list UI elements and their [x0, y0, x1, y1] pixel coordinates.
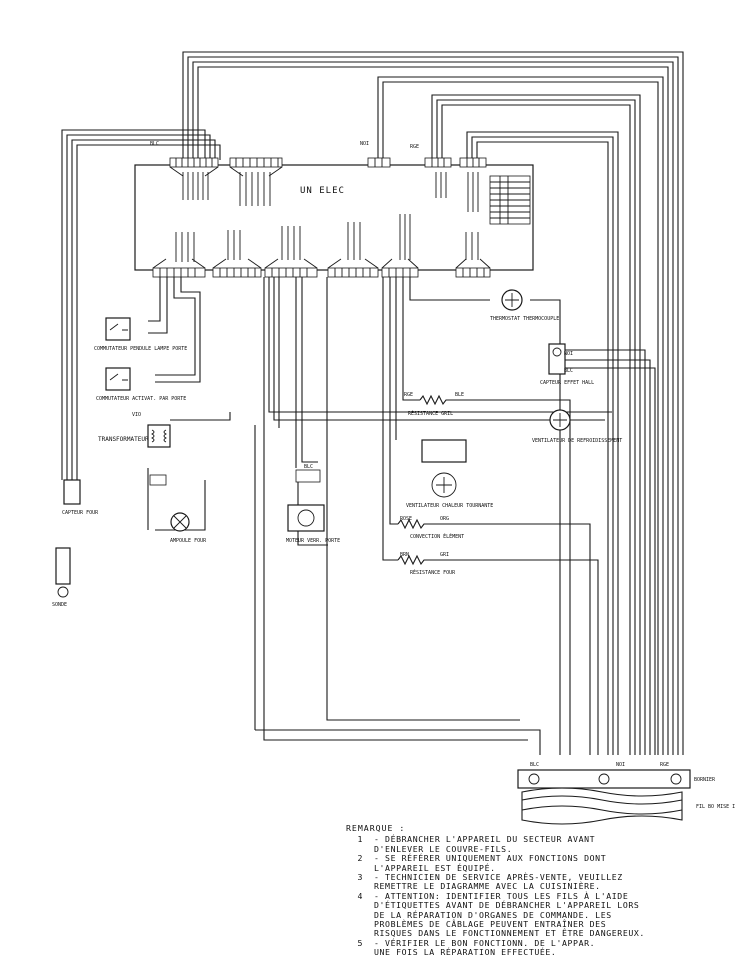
svg-text:FIL BO MISE I: FIL BO MISE I: [696, 804, 735, 810]
wire-color-tags: BLC NOI RGE BLC RGE BLE ROSE ORG BRN GRI…: [132, 141, 669, 768]
remark-item: 2 - SE RÉFÉRER UNIQUEMENT AUX FONCTIONS …: [346, 854, 706, 873]
svg-text:VENTILATEUR CHALEUR TOURNANTE: VENTILATEUR CHALEUR TOURNANTE: [406, 503, 493, 509]
thermocouple: THERMOSTAT THERMOCOUPLE: [490, 289, 559, 322]
board-pin-labels: [152, 166, 491, 269]
hall-effect-sensor: CAPTEUR EFFET HALL: [540, 343, 594, 386]
svg-text:AMPOULE FOUR: AMPOULE FOUR: [170, 538, 207, 544]
remark-number: 2: [357, 853, 363, 864]
top-connectors: [169, 157, 487, 168]
remark-text: - SE RÉFÉRER UNIQUEMENT AUX FONCTIONS DO…: [374, 853, 607, 873]
svg-text:BRN: BRN: [400, 552, 409, 558]
convection-element: CONVECTION ÉLÉMENT: [397, 518, 464, 540]
svg-text:BLC: BLC: [150, 141, 159, 147]
svg-text:TRANSFORMATEUR: TRANSFORMATEUR: [98, 436, 149, 443]
remark-number: 3: [357, 872, 363, 883]
svg-text:NOI: NOI: [564, 351, 573, 357]
svg-text:BLE: BLE: [455, 392, 464, 398]
svg-text:RGE: RGE: [404, 392, 413, 398]
svg-text:BORNIER: BORNIER: [694, 777, 716, 783]
svg-text:COMMUTATEUR PENDULE LAMPE PORT: COMMUTATEUR PENDULE LAMPE PORTE: [94, 346, 187, 352]
bake-element: RÉSISTANCE FOUR: [397, 554, 456, 576]
remark-text: - TECHNICIEN DE SERVICE APRÈS-VENTE, VEU…: [374, 872, 623, 892]
door-switch: COMMUTATEUR ACTIVAT. PAR PORTE: [96, 367, 186, 402]
svg-text:NOI: NOI: [616, 762, 625, 768]
svg-text:ROSE: ROSE: [400, 516, 412, 522]
main-wire-bundle: [61, 51, 684, 755]
board-table: [489, 175, 531, 225]
svg-text:RGE: RGE: [660, 762, 669, 768]
meat-probe: SONDE: [52, 547, 71, 608]
svg-text:VIO: VIO: [132, 412, 141, 418]
remark-text: - VÉRIFIER LE BON FONCTIONN. DE L'APPAR.…: [374, 937, 596, 958]
svg-text:BLC: BLC: [530, 762, 539, 768]
broil-element: RÉSISTANCE GRIL: [408, 394, 453, 417]
svg-text:CONVECTION ÉLÉMENT: CONVECTION ÉLÉMENT: [410, 532, 464, 540]
svg-text:CAPTEUR FOUR: CAPTEUR FOUR: [62, 510, 99, 516]
remark-number: 4: [357, 890, 363, 901]
remark-item: 3 - TECHNICIEN DE SERVICE APRÈS-VENTE, V…: [346, 872, 706, 892]
svg-text:BLC: BLC: [304, 464, 313, 470]
oven-sensor: CAPTEUR FOUR: [62, 479, 99, 516]
remark-item: 4 - ATTENTION: IDENTIFIER TOUS LES FILS …: [346, 890, 706, 939]
svg-text:GRI: GRI: [440, 552, 449, 558]
electronic-control-board: UN ELEC: [134, 157, 534, 278]
svg-text:RÉSISTANCE FOUR: RÉSISTANCE FOUR: [410, 568, 456, 576]
svg-text:COMMUTATEUR ACTIVAT. PAR PORTE: COMMUTATEUR ACTIVAT. PAR PORTE: [96, 396, 186, 402]
board-outline: [134, 164, 534, 271]
svg-text:RÉSISTANCE GRIL: RÉSISTANCE GRIL: [408, 409, 453, 417]
terminal-block: BORNIER FIL BO MISE I: [517, 769, 735, 825]
remark-text: - DÉBRANCHER L'APPAREIL DU SECTEUR AVANT…: [374, 834, 596, 854]
door-lock-switch: COMMUTATEUR PENDULE LAMPE PORTE: [94, 317, 187, 352]
svg-text:RGE: RGE: [410, 144, 419, 150]
remark-text: - ATTENTION: IDENTIFIER TOUS LES FILS À …: [374, 890, 645, 939]
board-title: UN ELEC: [300, 186, 345, 196]
svg-text:SONDE: SONDE: [52, 602, 67, 608]
remarks-heading: REMARQUE :: [346, 823, 406, 833]
svg-text:MOTEUR VERR. PORTE: MOTEUR VERR. PORTE: [286, 538, 340, 544]
svg-text:VENTILATEUR DE REFROIDISSEMENT: VENTILATEUR DE REFROIDISSEMENT: [532, 438, 622, 444]
convection-fan: VENTILATEUR CHALEUR TOURNANTE: [406, 439, 493, 509]
cooling-fan: VENTILATEUR DE REFROIDISSEMENT: [532, 409, 622, 444]
svg-text:BLC: BLC: [564, 368, 573, 374]
door-motor: MOTEUR VERR. PORTE: [286, 469, 340, 544]
remark-number: 5: [357, 937, 363, 948]
bottom-connectors: [152, 267, 491, 278]
remark-item: 1 - DÉBRANCHER L'APPAREIL DU SECTEUR AVA…: [346, 835, 706, 854]
transformer: TRANSFORMATEUR: [98, 424, 171, 486]
svg-text:ORG: ORG: [440, 516, 449, 522]
svg-text:CAPTEUR EFFET HALL: CAPTEUR EFFET HALL: [540, 380, 594, 386]
remarks-block: REMARQUE : 1 - DÉBRANCHER L'APPAREIL DU …: [346, 823, 706, 958]
svg-text:THERMOSTAT THERMOCOUPLE: THERMOSTAT THERMOCOUPLE: [490, 316, 559, 322]
oven-lamp: AMPOULE FOUR: [170, 512, 207, 544]
remark-item: 5 - VÉRIFIER LE BON FONCTIONN. DE L'APPA…: [346, 937, 706, 958]
remark-number: 1: [357, 834, 363, 845]
svg-text:NOI: NOI: [360, 141, 369, 147]
lower-wires: [147, 277, 656, 755]
